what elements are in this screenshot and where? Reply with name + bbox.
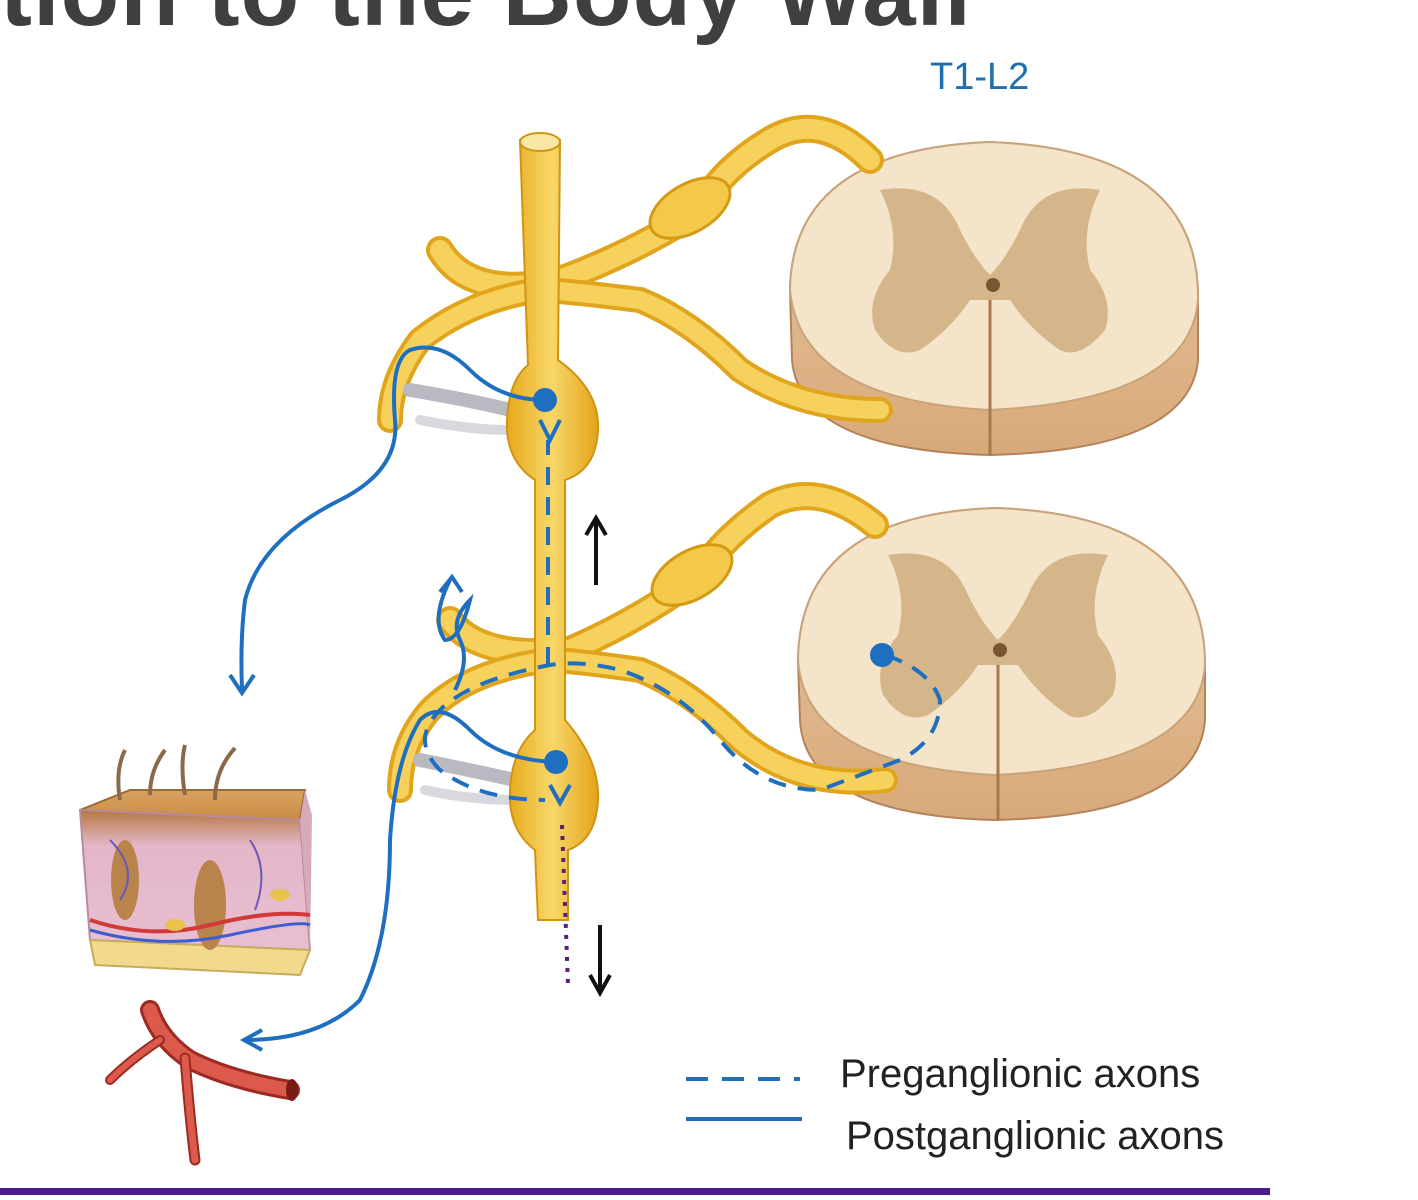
legend-preganglionic-label: Preganglionic axons [840,1052,1201,1096]
skin-block-illustration [78,744,312,977]
spinal-cord-lower [796,506,1207,822]
ganglion-neuron-lower [544,750,568,774]
postganglionic-axon-path [228,345,556,1052]
slide-title: tion to the Body Wall [0,0,972,48]
descending-arrow [588,925,612,998]
trunk-continuation-dotted [560,824,570,986]
spinal-level-label: T1-L2 [930,56,1030,98]
spinal-cord-upper [788,140,1200,457]
ganglion-neuron-upper [533,388,557,412]
preganglionic-arrowheads [538,419,572,808]
preganglionic-axon-path [423,440,943,802]
spinal-nerves [377,114,898,805]
ascending-arrow [584,514,608,585]
blood-vessel-illustration [105,1000,300,1166]
sympathetic-trunk [505,132,600,921]
legend-postganglionic-label: Postganglionic axons [846,1114,1225,1158]
lateral-horn-neuron [870,643,894,667]
footer-rule [0,1188,1270,1195]
